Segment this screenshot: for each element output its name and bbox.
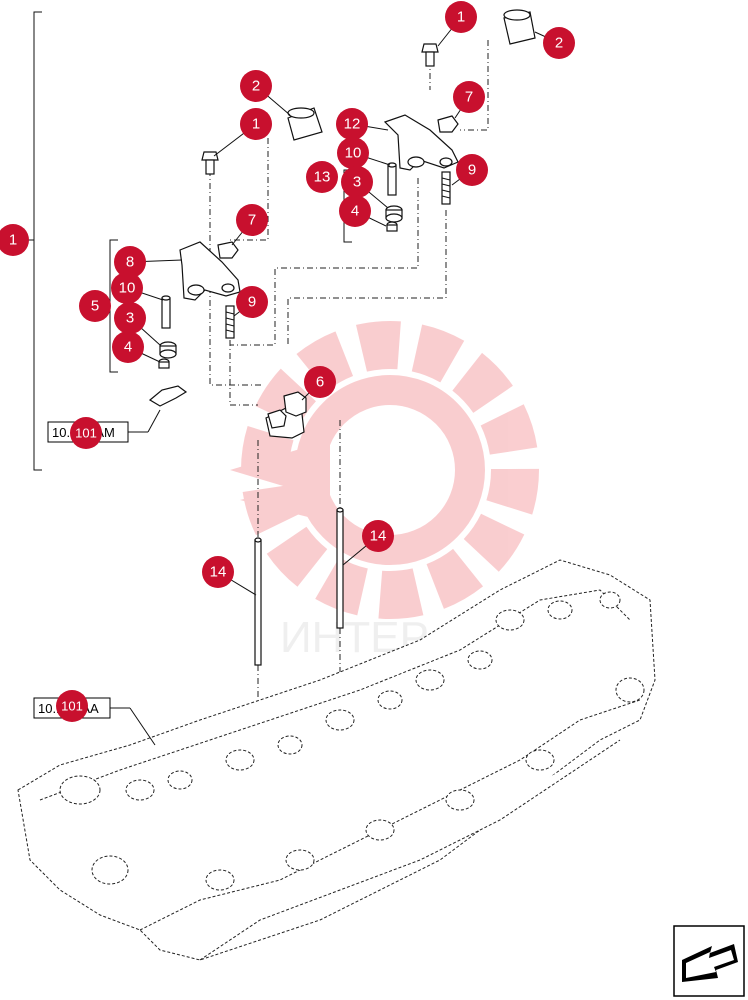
- callout-2-mid-label: 2: [252, 78, 260, 95]
- insert-lower: [158, 358, 170, 369]
- rocker-arm-upper: [383, 114, 459, 171]
- assembly-bracket: [33, 11, 42, 471]
- callout-3-mid-label: 3: [126, 310, 134, 327]
- watermark-logo: ИНТЕР: [230, 321, 539, 662]
- callout-1-top[interactable]: 1: [445, 1, 477, 33]
- callout-10-mid-label: 10: [119, 280, 136, 297]
- callout-5-label: 5: [91, 298, 99, 315]
- callout-7-mid-label: 7: [248, 212, 256, 229]
- callout-10-mid[interactable]: 10: [111, 272, 143, 304]
- callout-2-top[interactable]: 2: [543, 27, 575, 59]
- callout-4-mid[interactable]: 4: [112, 331, 144, 363]
- callout-2-mid[interactable]: 2: [240, 70, 272, 102]
- push-rod-right: [336, 507, 344, 629]
- callout-1-left[interactable]: 1: [0, 224, 29, 256]
- callout-7-mid[interactable]: 7: [236, 204, 268, 236]
- adjust-screw-upper: [441, 171, 451, 205]
- bolt-upper: [421, 43, 439, 67]
- cylinder-head: [17, 559, 656, 961]
- rocker-arm-lower: [179, 241, 241, 301]
- callout-14-left-label: 14: [210, 564, 227, 581]
- bushing-upper: [503, 9, 536, 45]
- callout-14-left[interactable]: 14: [202, 556, 234, 588]
- callout-1-mid-label: 1: [252, 116, 260, 133]
- callout-5[interactable]: 5: [79, 290, 111, 322]
- adjust-screw-lower: [225, 305, 235, 339]
- callout-13-label: 13: [314, 169, 331, 186]
- callout-1-mid[interactable]: 1: [240, 108, 272, 140]
- leader-lines: [126, 16, 560, 596]
- cylinder-ports: [59, 591, 645, 891]
- push-rod-left: [254, 537, 262, 666]
- callout-12-label: 12: [344, 116, 361, 133]
- callout-4-top-label: 4: [351, 203, 359, 220]
- callout-101-upper-label: 101: [75, 426, 97, 441]
- callout-101-upper[interactable]: 101: [70, 417, 102, 449]
- callout-9-top-label: 9: [468, 162, 476, 179]
- callout-101-lower[interactable]: 101: [56, 690, 88, 722]
- callout-6-label: 6: [316, 374, 324, 391]
- callout-6[interactable]: 6: [304, 366, 336, 398]
- callout-9-mid[interactable]: 9: [236, 286, 268, 318]
- callout-3-top[interactable]: 3: [341, 166, 373, 198]
- clip-small: [148, 385, 188, 407]
- callout-2-top-label: 2: [555, 35, 563, 52]
- callout-9-mid-label: 9: [248, 294, 256, 311]
- nut-upper: [437, 115, 459, 133]
- bushing-lower: [287, 107, 323, 141]
- callout-7-top-label: 7: [465, 89, 473, 106]
- callout-4-mid-label: 4: [124, 339, 132, 356]
- callout-1-top-label: 1: [457, 9, 465, 26]
- callout-3-mid[interactable]: 3: [114, 302, 146, 334]
- callout-8-label: 8: [126, 254, 134, 271]
- callout-12[interactable]: 12: [336, 108, 368, 140]
- callout-10-top-label: 10: [345, 145, 362, 162]
- callout-9-top[interactable]: 9: [456, 154, 488, 186]
- callout-101-lower-label: 101: [61, 699, 83, 714]
- insert-upper: [386, 221, 398, 232]
- callout-14-right[interactable]: 14: [362, 520, 394, 552]
- pin-upper: [387, 162, 397, 196]
- cap-lower: [159, 341, 177, 359]
- pin-lower: [161, 295, 171, 329]
- nut-lower: [217, 241, 239, 259]
- bolt-lower: [201, 151, 219, 175]
- cap-upper: [385, 205, 403, 223]
- callout-14-right-label: 14: [370, 528, 387, 545]
- callout-3-top-label: 3: [353, 174, 361, 191]
- callout-4-top[interactable]: 4: [339, 195, 371, 227]
- next-page-arrow-icon[interactable]: [673, 925, 745, 997]
- callout-13[interactable]: 13: [306, 161, 338, 193]
- callout-7-top[interactable]: 7: [453, 81, 485, 113]
- callout-1-left-label: 1: [9, 232, 17, 249]
- rocker-support: [265, 391, 307, 439]
- callout-8[interactable]: 8: [114, 246, 146, 278]
- callout-10-top[interactable]: 10: [337, 137, 369, 169]
